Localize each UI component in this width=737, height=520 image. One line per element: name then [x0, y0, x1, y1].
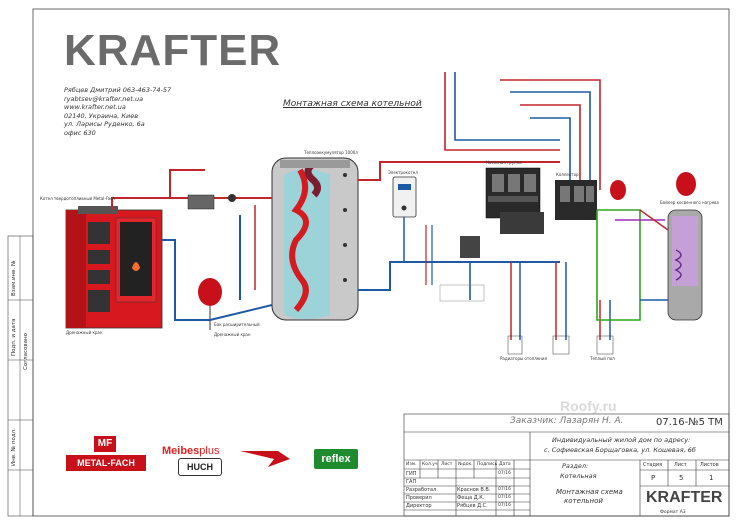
expansion-vessel-right [676, 172, 696, 196]
stamp-section-label: Раздел: [562, 462, 589, 470]
stamp-object-line2: с. Софиевская Борщаговка, ул. Кошевая, 6… [544, 446, 696, 454]
pump-group-label: Насосная группа [486, 160, 522, 165]
side-stamp-label: Взам.инв. № [11, 260, 17, 296]
contact-line: www.krafter.net.ua [64, 103, 126, 112]
pump-groups [485, 167, 544, 234]
contact-line: ryabtsev@krafter.net.ua [64, 94, 144, 103]
stamp-col-stage: Стадия [643, 462, 663, 468]
stamp-sheet-title-2: котельной [564, 497, 603, 505]
metal-fach-mark: MF [94, 436, 116, 452]
brand-logo-title: KRAFTER [64, 26, 282, 75]
stamp-object-line1: Индивидуальный жилой дом по адресу: [552, 436, 691, 444]
floor-heating-label: Теплый пол [590, 356, 615, 361]
title-block-lines [403, 413, 730, 517]
stamp-doc-code: 07.16-№5 ТМ [656, 417, 723, 428]
stamp-role: Проверил [406, 495, 432, 501]
stamp-sheet-title-1: Монтажная схема [556, 488, 623, 496]
metal-fach-logo: MF METAL-FACH [66, 436, 152, 476]
expansion-vessel-left [198, 278, 222, 330]
stamp-role: Директор [406, 503, 432, 509]
stamp-role: ГАП [406, 479, 417, 485]
stamp-role: ГИП [406, 471, 417, 477]
stamp-person: Феща Д.К. [457, 495, 485, 501]
stamp-head-list: Лист [441, 462, 453, 467]
stamp-col-sheets: Листов [700, 462, 719, 468]
tank-label: Теплоаккумулятор 1000л [304, 150, 358, 155]
stamp-date: 07/16 [498, 503, 511, 508]
heater-label: Электрокотел [388, 170, 418, 175]
watermark: Roofy.ru [560, 398, 617, 414]
stamp-head-izm: Изм. [406, 462, 417, 467]
huch-logo: HUCH [178, 458, 222, 476]
stamp-customer: Заказчик: Лазарян Н. А. [510, 416, 624, 426]
meibes-logo: Meibesplus [162, 441, 219, 459]
stamp-head-sign: Подпись [477, 462, 498, 467]
stamp-date: 07/16 [498, 495, 511, 500]
side-stamp-frame [7, 235, 34, 517]
stamp-sheets: 1 [709, 474, 714, 482]
side-stamp-label: Подп. и дата [11, 318, 17, 356]
consumer-drops [507, 262, 614, 355]
stamp-brand: KRAFTER [646, 489, 723, 506]
flame-brand-logo [240, 451, 290, 467]
buffer-tank [271, 157, 359, 321]
side-stamp-label: Согласовано [23, 333, 29, 370]
stamp-head-kol: Кол.уч [422, 462, 438, 467]
electric-heater [392, 176, 417, 218]
diagram-title: Монтажная схема котельной [283, 99, 422, 109]
solid-fuel-boiler [65, 206, 163, 329]
side-stamp-label: Инв. № подл. [11, 428, 17, 466]
meibes-plus: plus [199, 445, 220, 457]
contact-line: 02140, Украина, Киев [64, 111, 139, 120]
stamp-head-ndok: №док. [458, 462, 473, 467]
reflex-logo: reflex [314, 449, 358, 469]
stamp-head-date: Дата [499, 462, 511, 467]
drain-label: Дренажный кран [214, 332, 251, 337]
expansion-label: Бак расширительный [214, 322, 260, 327]
contact-block: Рябцев Дмитрий 063-463-74-57 ryabtsev@kr… [64, 86, 171, 138]
stamp-role: Разработал [406, 487, 437, 493]
drain-label: Дренажный кран [66, 330, 103, 335]
stamp-col-sheet: Лист [674, 462, 687, 468]
boiler-label: Котел твердотопливный Metal-Fach [40, 196, 115, 201]
stamp-stage: Р [651, 474, 656, 482]
collector-label: Коллектор [556, 172, 579, 177]
metal-fach-wordmark: METAL-FACH [66, 455, 146, 471]
stamp-person: Краснов В.В. [457, 487, 491, 493]
meibes-wordmark: Meibes [162, 445, 200, 457]
stamp-format: Формат А3 [660, 510, 686, 515]
stamp-date: 07/16 [498, 487, 511, 492]
dhw-boiler-label: Бойлер косвенного нагрева [660, 200, 719, 205]
pump-groups-right [555, 180, 597, 220]
dhw-boiler [667, 209, 703, 321]
contact-line: ул. Ларисы Руденко, 6а [64, 120, 145, 129]
contact-line: офис 630 [64, 128, 96, 137]
radiators-label: Радиаторы отопления [500, 356, 547, 361]
stamp-sheet: 5 [679, 474, 684, 482]
stamp-person: Рябцев Д.С. [457, 503, 488, 509]
stamp-section-value: Котельная [560, 472, 597, 480]
contact-line: Рябцев Дмитрий 063-463-74-57 [64, 86, 172, 94]
stamp-date: 07/16 [498, 471, 511, 476]
